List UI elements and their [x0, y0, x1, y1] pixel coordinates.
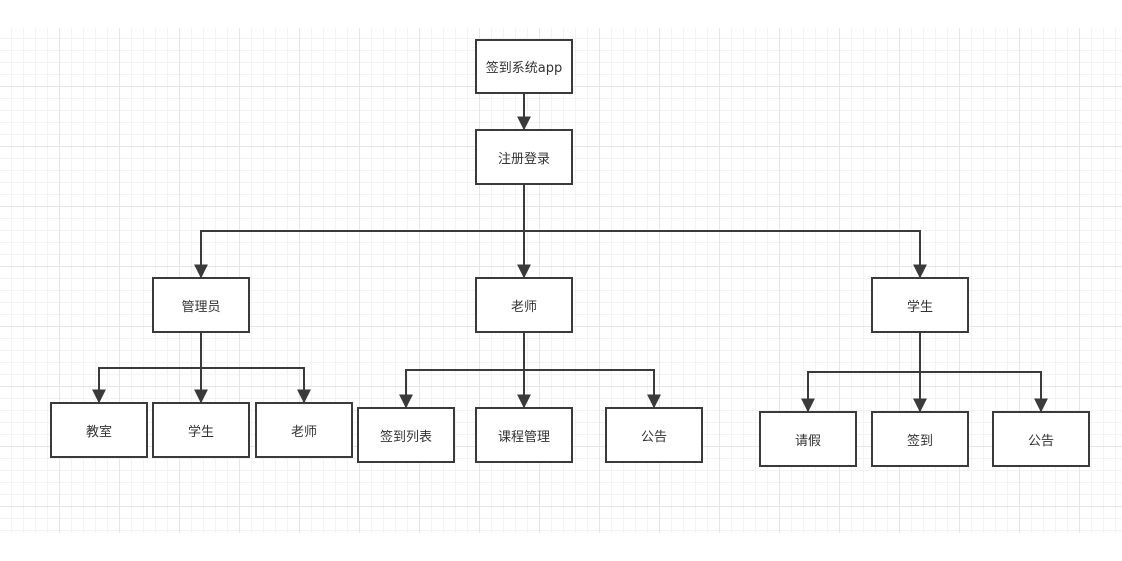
- node-student-announcement[interactable]: 公告: [992, 411, 1090, 467]
- node-admin[interactable]: 管理员: [152, 277, 250, 333]
- node-teacher-course-mgmt[interactable]: 课程管理: [475, 407, 573, 463]
- connector-admin-to-admin_classroom: [92, 333, 202, 404]
- node-student[interactable]: 学生: [871, 277, 969, 333]
- connector-teacher-to-teacher_announcement: [523, 333, 661, 409]
- node-app[interactable]: 签到系统app: [475, 39, 573, 94]
- node-teacher-checkin-list[interactable]: 签到列表: [357, 407, 455, 463]
- connector-student-to-student_leave: [801, 333, 921, 413]
- node-admin-classroom[interactable]: 教室: [50, 402, 148, 458]
- node-admin-teacher[interactable]: 老师: [255, 402, 353, 458]
- node-student-leave[interactable]: 请假: [759, 411, 857, 467]
- connector-teacher-to-teacher_checkin_list: [399, 333, 525, 409]
- node-admin-student[interactable]: 学生: [152, 402, 250, 458]
- node-register-login[interactable]: 注册登录: [475, 129, 573, 185]
- connector-admin-to-admin_teacher: [200, 333, 311, 404]
- connector-student-to-student_announcement: [919, 333, 1048, 413]
- node-student-checkin[interactable]: 签到: [871, 411, 969, 467]
- node-teacher[interactable]: 老师: [475, 277, 573, 333]
- connector-register_login-to-admin: [194, 185, 525, 279]
- connector-register_login-to-student: [523, 185, 927, 279]
- node-teacher-announcement[interactable]: 公告: [605, 407, 703, 463]
